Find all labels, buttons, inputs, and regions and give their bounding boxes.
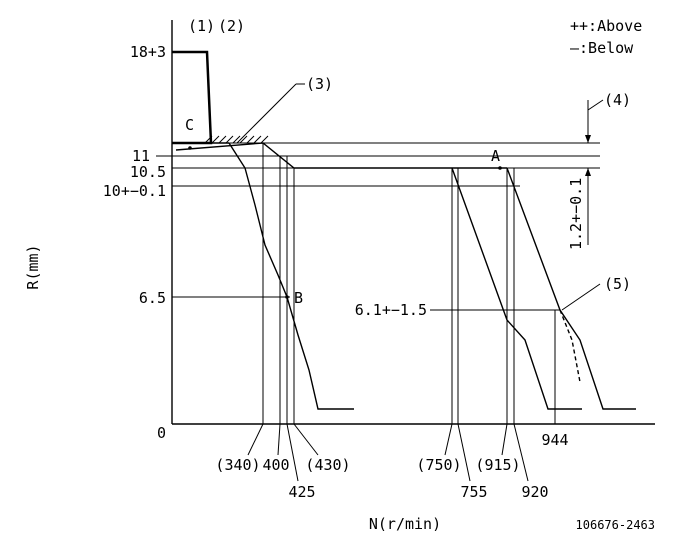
plot-frame <box>171 20 655 425</box>
offset-label: 1.2+−0.1 <box>567 178 585 250</box>
leader-750 <box>444 423 453 456</box>
legend-below: —:Below <box>570 39 634 57</box>
leader-920 <box>513 423 529 482</box>
point-c-dot <box>188 146 192 150</box>
curve-start-boost <box>172 50 213 145</box>
point-c-label: C <box>185 116 194 134</box>
callout-5-leader <box>561 283 601 311</box>
callout-leaders <box>156 83 601 311</box>
offset-dimension <box>585 99 604 245</box>
x-tick-944: 944 <box>541 431 568 449</box>
x-tick-leaders <box>247 423 529 482</box>
point-markers <box>188 146 502 299</box>
y-tick-6-5: 6.5 <box>139 289 166 307</box>
dim-arrow-down <box>585 135 591 143</box>
leader-425 <box>286 423 299 482</box>
vertical-reference-lines <box>262 143 556 424</box>
hatched-region <box>204 135 269 144</box>
point-a-label: A <box>491 147 500 165</box>
x-tick-920: 920 <box>521 483 548 501</box>
leader-340 <box>247 423 264 456</box>
callout-3-leader-diag <box>236 83 297 144</box>
leader-915 <box>501 423 508 456</box>
callout-3-label: (3) <box>306 75 333 93</box>
y-tick-0: 0 <box>157 424 166 442</box>
point-a-dot <box>498 166 502 170</box>
x-tick-425: 425 <box>288 483 315 501</box>
point-b-dot <box>285 295 289 299</box>
x-axis-title: N(r/min) <box>369 515 441 533</box>
callout-4-leader <box>587 99 604 111</box>
text-labels: ++:Above —:Below (1) (2) (3) (4) (5) C A… <box>24 17 655 533</box>
characteristic-curves <box>172 50 636 410</box>
leader-430 <box>293 423 319 456</box>
callout-2-label: (2) <box>218 17 245 35</box>
x-tick-755: 755 <box>460 483 487 501</box>
x-tick-400: 400 <box>262 456 289 474</box>
curve-high-governor-2 <box>506 167 636 410</box>
callout-5-label: (5) <box>604 275 631 293</box>
x-tick-915: (915) <box>475 456 520 474</box>
point-b-label: B <box>294 289 303 307</box>
x-tick-430: (430) <box>305 456 350 474</box>
callout-4-label: (4) <box>604 91 631 109</box>
leader-755 <box>457 423 471 482</box>
y-tick-11: 11 <box>132 147 150 165</box>
r-value-label: 6.1+−1.5 <box>355 301 427 319</box>
leader-400 <box>277 423 281 456</box>
curve-low-governor <box>228 142 354 410</box>
callout-1-label: (1) <box>188 17 215 35</box>
curve-full-load <box>175 142 507 169</box>
x-tick-750: (750) <box>416 456 461 474</box>
legend-above: ++:Above <box>570 17 642 35</box>
y-tick-10-5: 10.5 <box>130 163 166 181</box>
y-tick-10: 10+−0.1 <box>103 182 166 200</box>
curve-below-dashed <box>559 309 581 383</box>
y-tick-18: 18+3 <box>130 43 166 61</box>
x-tick-340: (340) <box>215 456 260 474</box>
dim-arrow-up <box>585 168 591 176</box>
drawing-number: 106676-2463 <box>576 518 655 532</box>
y-axis-title: R(mm) <box>24 244 42 289</box>
curve-high-governor-1 <box>451 167 582 410</box>
